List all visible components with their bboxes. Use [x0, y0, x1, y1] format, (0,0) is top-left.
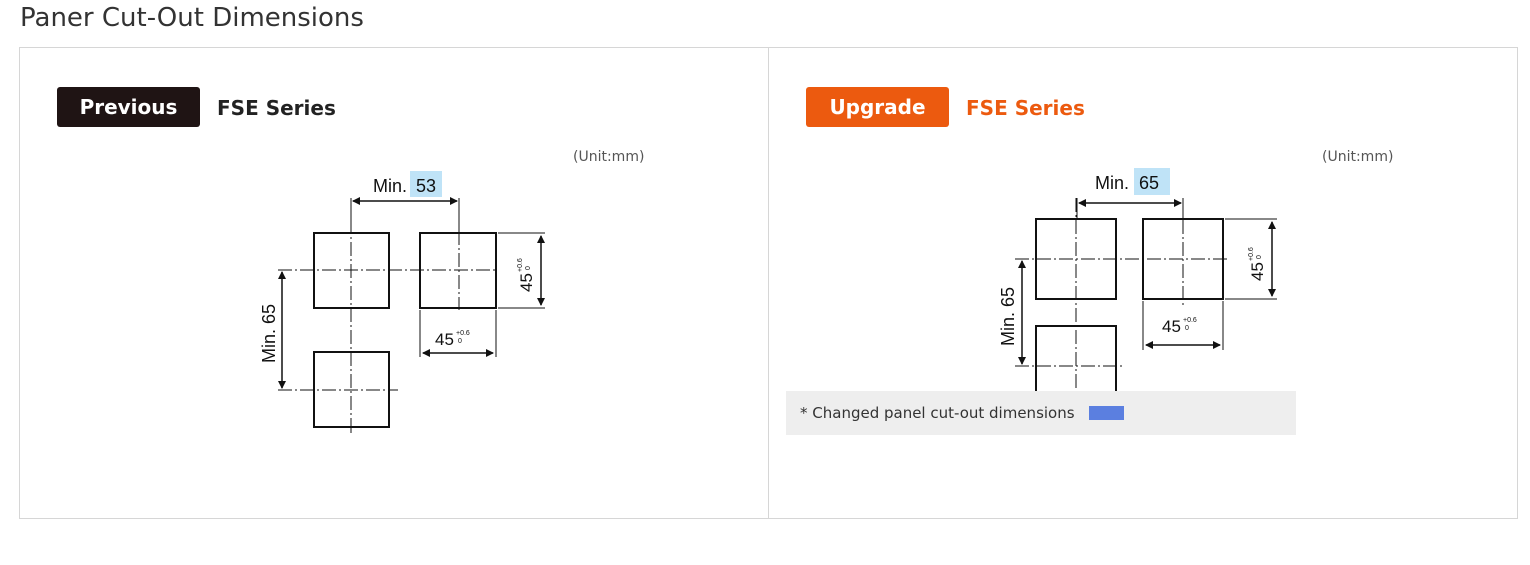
upgrade-cutout-diagram: Min. 65 Min. 65 45 +0.6	[998, 168, 1277, 414]
upgrade-dim-v-main: 45	[1248, 262, 1267, 281]
upgrade-min-h-prefix: Min.	[1095, 173, 1129, 193]
note-text: * Changed panel cut-out dimensions	[800, 404, 1075, 422]
comparison-frame: Previous FSE Series (Unit:mm) Min. 53	[19, 47, 1518, 519]
upgrade-min-h-value: 65	[1139, 173, 1159, 193]
page-title: Paner Cut-Out Dimensions	[20, 3, 364, 33]
previous-dim-v-tol-plus: +0.6	[517, 258, 524, 272]
previous-badge: Previous	[57, 87, 200, 127]
upgrade-series-label: FSE Series	[966, 96, 1085, 120]
previous-cutout-diagram: Min. 53 Min. 65 45 +0	[259, 171, 545, 433]
previous-panel: Previous FSE Series (Unit:mm) Min. 53	[20, 48, 768, 518]
previous-min-v-label: Min. 65	[259, 304, 279, 363]
upgrade-dim-v-tol-minus: 0	[1256, 255, 1263, 259]
upgrade-dim-h-main: 45	[1162, 317, 1181, 336]
upgrade-badge: Upgrade	[806, 87, 949, 127]
previous-dim-h-tol-minus: 0	[458, 338, 462, 345]
upgrade-dim-h-tol-plus: +0.6	[1183, 317, 1197, 324]
previous-unit-label: (Unit:mm)	[573, 149, 645, 165]
upgrade-unit-label: (Unit:mm)	[1322, 149, 1394, 165]
previous-dim-h-tol-plus: +0.6	[456, 330, 470, 337]
previous-highlight	[410, 171, 442, 197]
previous-dim-v-tol-minus: 0	[525, 266, 532, 270]
upgrade-min-v-label: Min. 65	[998, 287, 1018, 346]
upgrade-dim-h-tol-minus: 0	[1185, 325, 1189, 332]
upgrade-panel: Upgrade FSE Series (Unit:mm) Min. 65	[769, 48, 1517, 518]
changed-dimensions-note: * Changed panel cut-out dimensions	[786, 391, 1296, 435]
previous-dim-h-main: 45	[435, 330, 454, 349]
upgrade-highlight	[1134, 168, 1170, 195]
note-color-swatch	[1088, 406, 1124, 420]
panel-divider	[768, 48, 769, 518]
previous-min-h-prefix: Min.	[373, 176, 407, 196]
upgrade-dim-v-tol-plus: +0.6	[1248, 247, 1255, 261]
previous-dim-v-main: 45	[517, 273, 536, 292]
previous-min-h-value: 53	[416, 176, 436, 196]
previous-series-label: FSE Series	[217, 96, 336, 120]
